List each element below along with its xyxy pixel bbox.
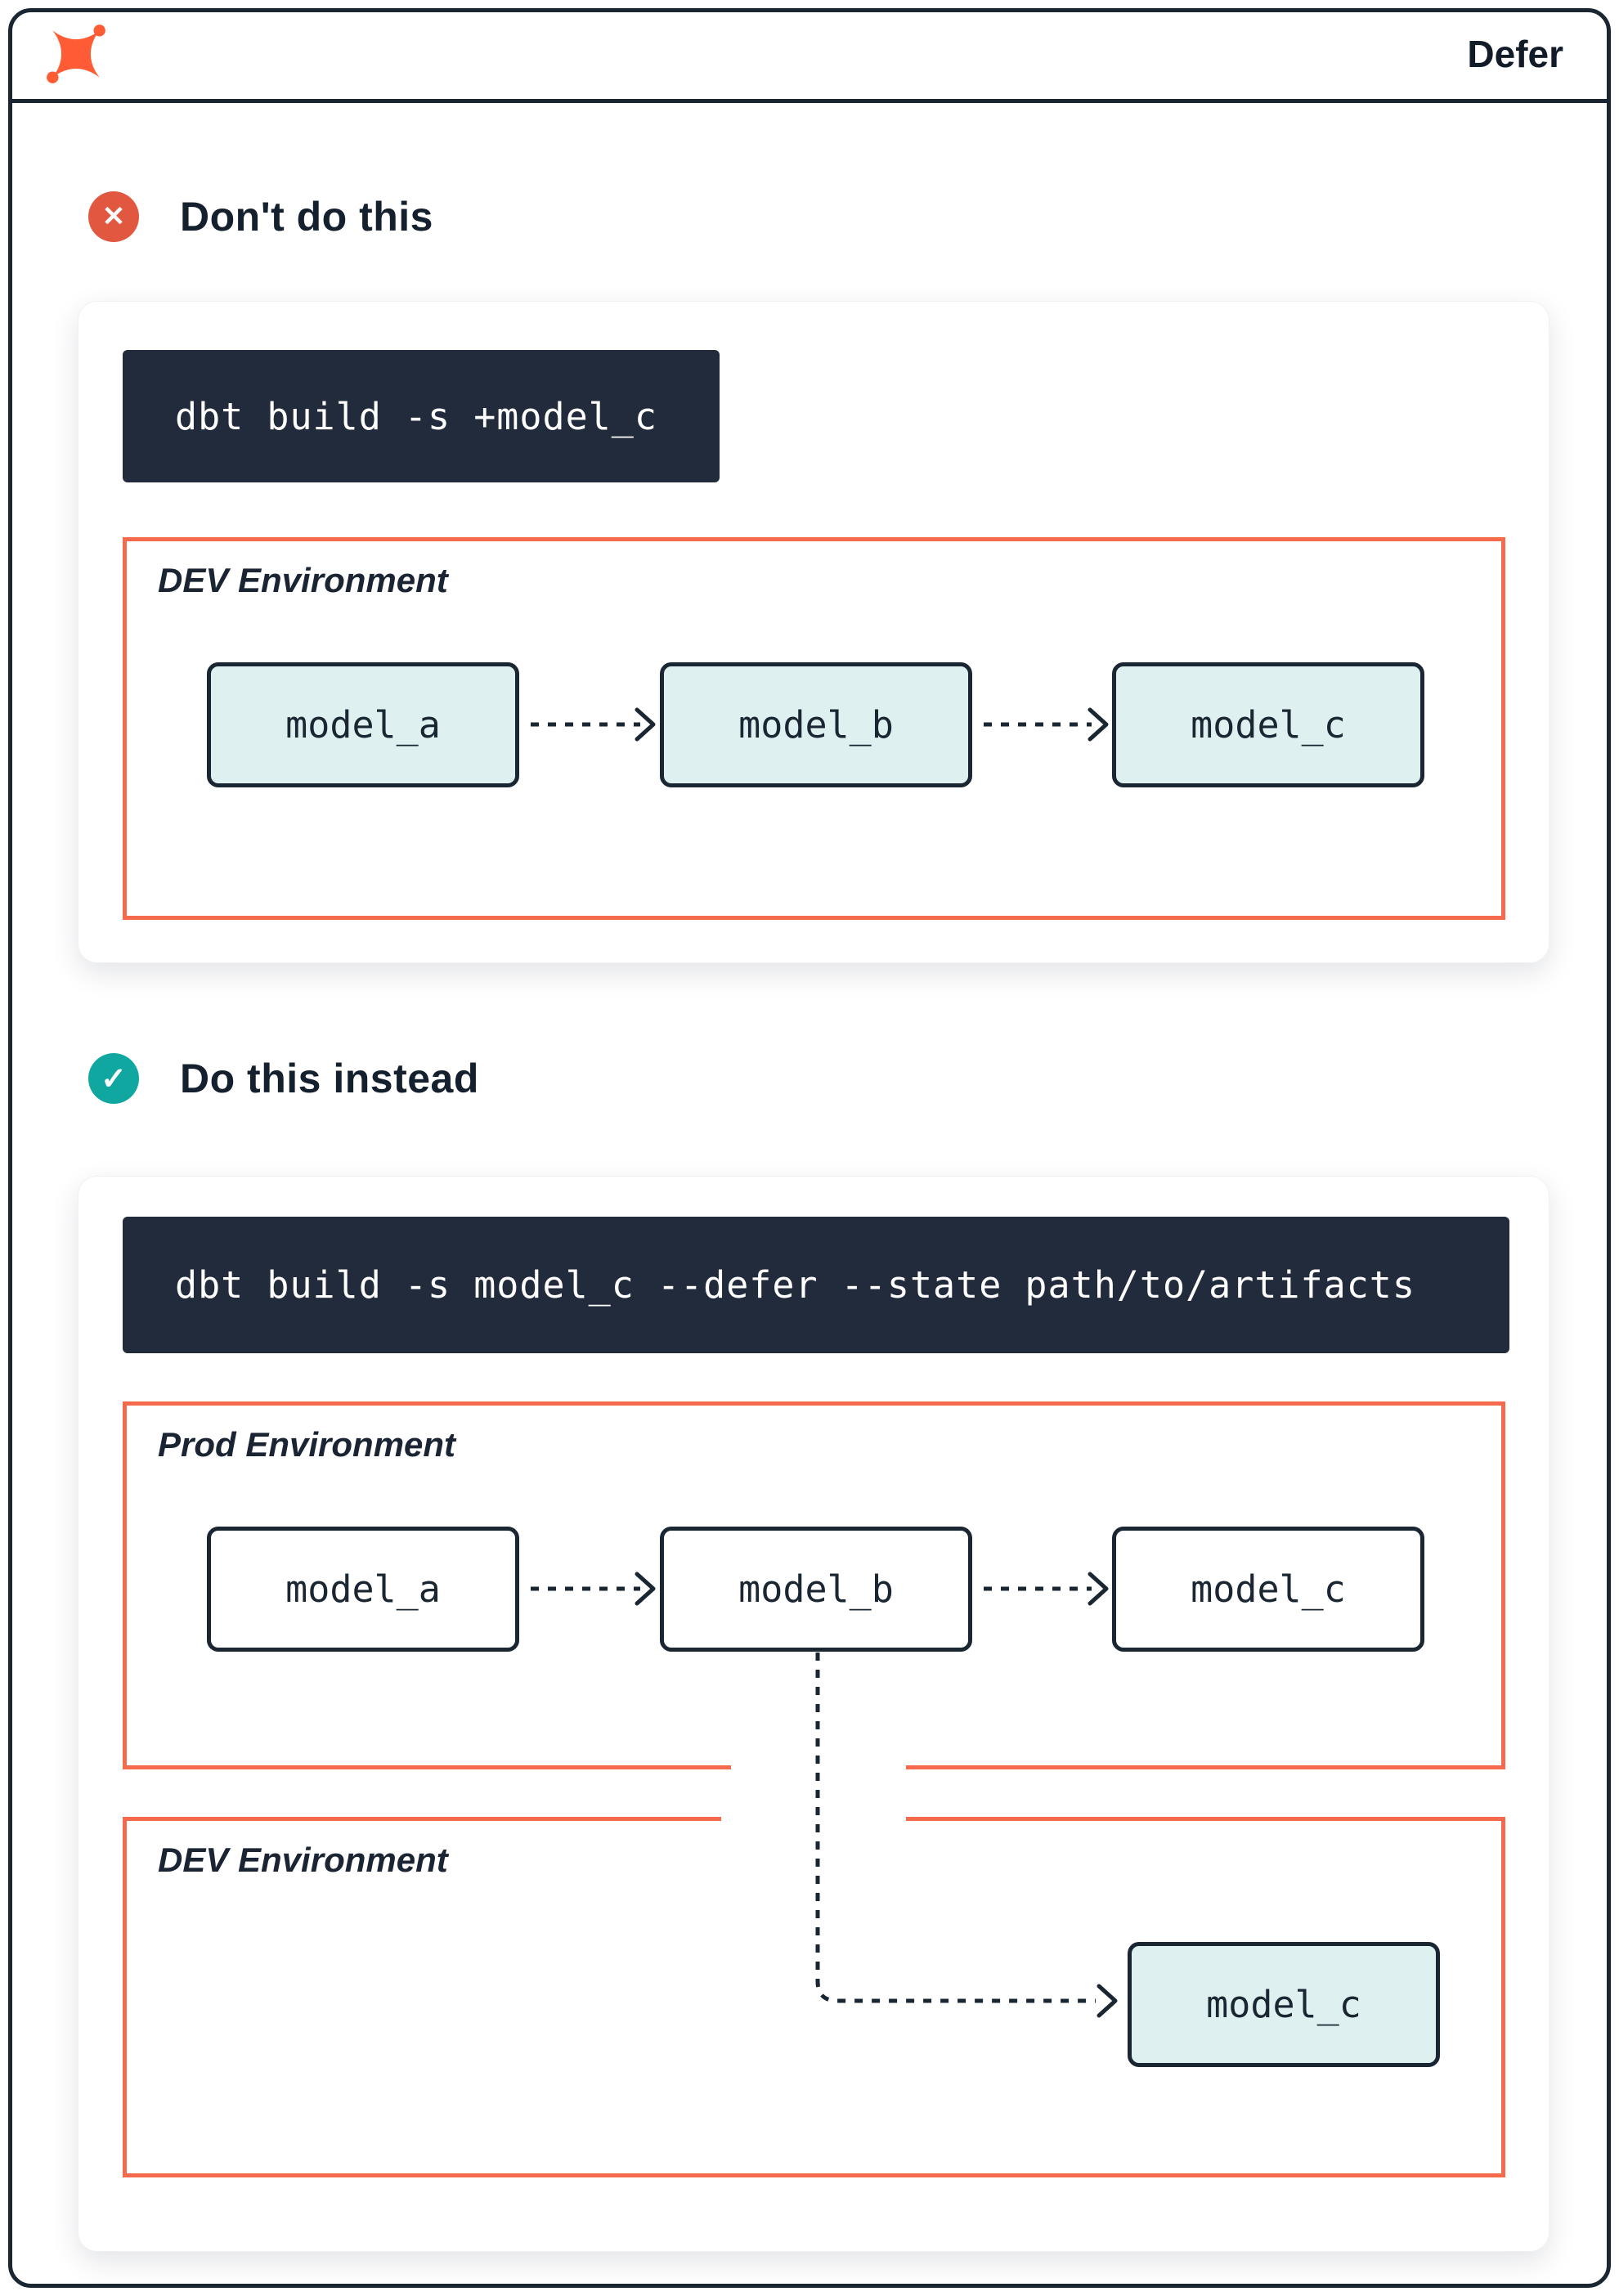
node-model-c-prod: model_c [1112,1527,1424,1652]
do-section-title: Do this instead [180,1056,479,1101]
dont-command-text: dbt build -s +model_c [175,394,657,438]
do-card: dbt build -s model_c --defer --state pat… [78,1176,1549,2252]
check-circle-icon: ✓ [88,1053,139,1104]
page-title: Defer [1467,32,1563,75]
x-glyph: ✕ [101,201,126,232]
dbt-logo-icon [47,24,105,83]
check-glyph: ✓ [101,1061,127,1096]
dont-command-block: dbt build -s +model_c [123,350,720,482]
node-model-c-dev: model_c [1128,1942,1440,2067]
prod-environment-label: Prod Environment [158,1425,456,1464]
node-model-a: model_a [207,662,519,787]
prod-environment-box: Prod Environment model_a model_b model_c [123,1401,1505,1769]
dev-environment-label: DEV Environment [158,1841,448,1879]
dont-card: dbt build -s +model_c DEV Environment mo… [78,301,1549,963]
do-command-block: dbt build -s model_c --defer --state pat… [123,1217,1509,1353]
node-label: model_c [1206,1983,1361,2026]
dev-border-gap [721,1811,906,1826]
dont-section-heading: ✕ Don't do this [88,190,433,244]
dev-environment-box-do: DEV Environment model_c [123,1817,1505,2177]
node-label: model_a [285,703,441,747]
x-circle-icon: ✕ [88,191,139,242]
prod-border-gap [731,1760,906,1774]
node-label: model_a [285,1567,441,1611]
header-bar: Defer [8,8,1611,103]
node-label: model_b [738,703,894,747]
node-model-b-prod: model_b [660,1527,972,1652]
node-label: model_c [1191,1567,1346,1611]
do-command-text: dbt build -s model_c --defer --state pat… [175,1263,1415,1307]
dev-environment-box-dont: DEV Environment model_a model_b model_c [123,537,1505,920]
dont-section-title: Don't do this [180,194,433,240]
dev-environment-label: DEV Environment [158,561,448,599]
node-model-c: model_c [1112,662,1424,787]
node-model-b: model_b [660,662,972,787]
node-label: model_b [738,1567,894,1611]
node-label: model_c [1191,703,1346,747]
do-section-heading: ✓ Do this instead [88,1052,479,1105]
node-model-a-prod: model_a [207,1527,519,1652]
